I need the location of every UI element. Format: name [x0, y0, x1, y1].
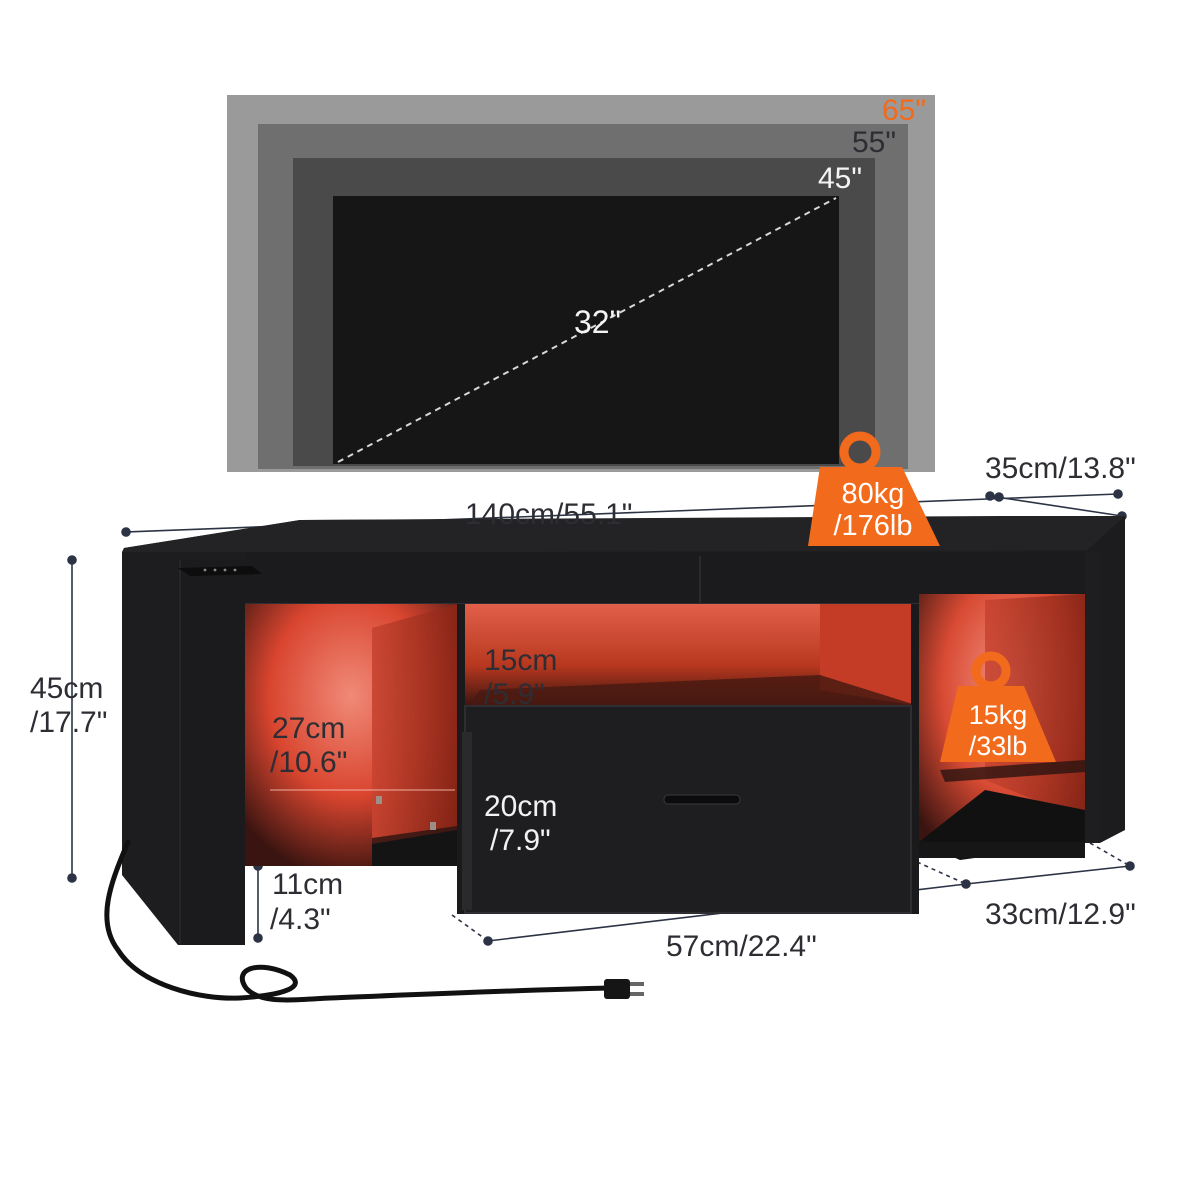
depth-dimension-label: 35cm/13.8" — [985, 452, 1136, 485]
drawer-front — [464, 705, 912, 914]
side-shelf-label-in: /10.6" — [270, 746, 348, 779]
width-dimension-label: 140cm/55.1" — [465, 498, 633, 531]
drawer-handle — [663, 794, 741, 805]
right-glass-shelf — [940, 760, 1085, 782]
center-width-label: 57cm/22.4" — [666, 930, 817, 963]
inner-depth-line — [965, 865, 1131, 885]
top-load-lb: /176lb — [833, 510, 913, 542]
tv-size-55-label: 55" — [852, 126, 897, 159]
height-label-cm: 45cm — [30, 672, 104, 705]
top-load-kg: 80kg — [841, 478, 905, 510]
open-shelf-label-in: /5.9" — [484, 678, 545, 711]
tv-size-45-label: 45" — [818, 162, 863, 195]
shelf-load-kg: 15kg — [968, 700, 1028, 730]
depth-line — [989, 495, 1123, 517]
height-label-in: /17.7" — [30, 706, 108, 739]
shelf-load-lb: /33lb — [968, 731, 1028, 761]
led-remote-icon — [178, 566, 262, 576]
tv-size-65-label: 65" — [882, 94, 927, 127]
side-shelf-label-cm: 27cm — [272, 712, 346, 745]
power-plug-icon — [104, 839, 644, 1003]
weight-icon — [940, 651, 1056, 762]
tv-diagonal — [337, 197, 837, 463]
inner-depth-label: 33cm/12.9" — [985, 898, 1136, 931]
tv-size-32-label: 32" — [574, 304, 621, 340]
drawer-label-in: /7.9" — [490, 824, 551, 857]
open-shelf-label-cm: 15cm — [484, 644, 558, 677]
drawer-label-cm: 20cm — [484, 790, 558, 823]
base-label-cm: 11cm — [272, 868, 344, 901]
weight-icon — [808, 431, 940, 546]
base-label-in: /4.3" — [270, 903, 331, 936]
